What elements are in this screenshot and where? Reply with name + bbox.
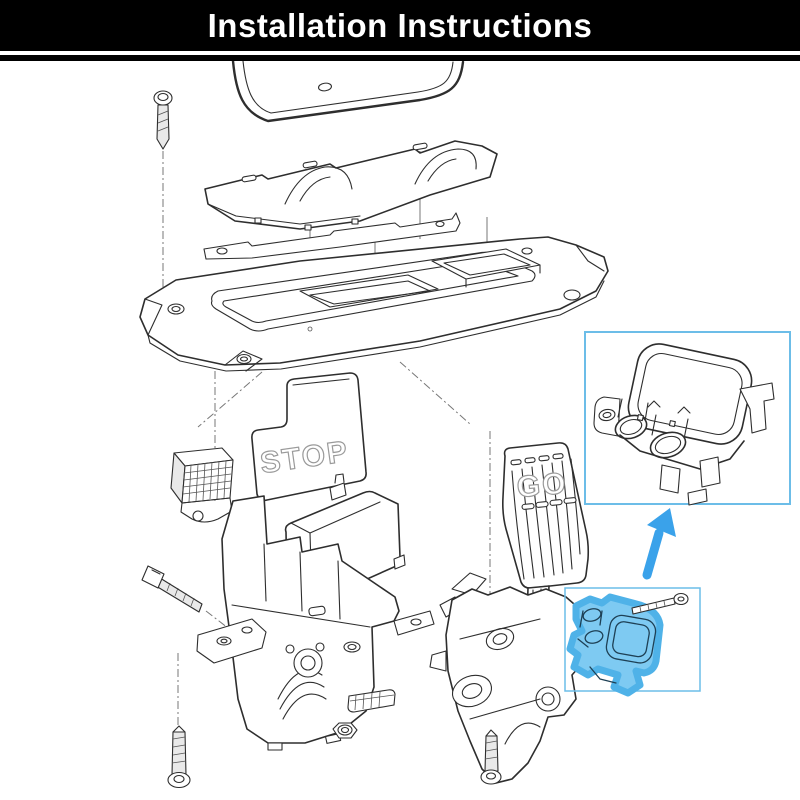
- zoom-arrow-icon: [642, 508, 676, 580]
- park-brake-pedal: [170, 447, 234, 523]
- sensor-detail-drawing: [593, 343, 775, 506]
- brake-bracket: [196, 495, 435, 751]
- sensor-screw: [631, 592, 689, 615]
- pivot-bolt: [141, 565, 203, 613]
- page-title: Installation Instructions: [207, 7, 593, 44]
- diagram-canvas: STOP: [139, 61, 791, 789]
- floor-mat: [231, 61, 465, 123]
- tread-plate: [204, 140, 498, 231]
- lock-nut: [332, 722, 358, 739]
- stop-pedal-label: STOP: [258, 435, 351, 480]
- stop-pedal-pad: STOP: [251, 372, 367, 502]
- bumper-pad: [347, 689, 396, 713]
- header-divider-gap: [0, 51, 800, 55]
- support-strip: [203, 212, 461, 260]
- frame-bolt-left: [167, 725, 191, 789]
- exploded-diagram: STOP: [0, 61, 800, 800]
- header-divider-line: [0, 55, 800, 61]
- frame-bolt-right: [480, 729, 502, 785]
- mounting-screw: [153, 90, 173, 150]
- go-pedal-label: GO: [515, 467, 568, 504]
- sensor-highlight: [566, 593, 664, 697]
- sensor-detail-box: [584, 331, 791, 506]
- accelerator-bracket: [429, 572, 591, 784]
- sensor-location-box: [564, 587, 701, 697]
- header-bar: Installation Instructions: [0, 0, 800, 51]
- base-plate: [139, 236, 609, 372]
